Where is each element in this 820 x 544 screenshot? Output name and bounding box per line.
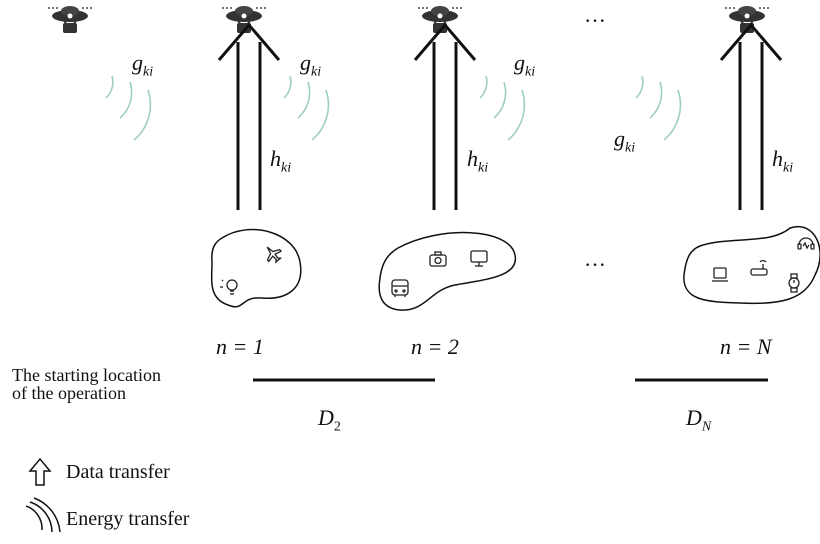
lightbulb-icon [220, 278, 238, 295]
device-cluster-n [683, 225, 820, 305]
energy-wave [105, 75, 152, 141]
label-dn: DN [686, 405, 712, 435]
legend-data-transfer-icon [28, 457, 52, 486]
device-cluster-2 [378, 231, 516, 311]
ellipsis-top: ··· [584, 8, 606, 33]
data-transfer-arrow [217, 23, 281, 212]
label-n1: n = 1 [216, 334, 264, 359]
energy-wave [283, 75, 330, 141]
energy-wave [479, 75, 526, 141]
start-location-label: The starting location of the operation [12, 365, 161, 403]
label-d2: D2 [318, 405, 341, 435]
label-nN: n = N [720, 334, 772, 359]
data-transfer-arrow [719, 23, 783, 212]
drone-icon [47, 5, 93, 34]
headphones-icon [797, 237, 815, 250]
monitor-icon [470, 250, 488, 267]
camera-icon [429, 251, 447, 267]
label-hki-1: hki [270, 146, 292, 176]
device-cluster-1 [210, 228, 302, 308]
label-hki-2: hki [467, 146, 489, 176]
laptop-icon [712, 267, 728, 282]
bus-icon [391, 279, 409, 297]
label-gki-3: gki [514, 50, 536, 80]
label-n2: n = 2 [411, 334, 459, 359]
legend-energy-transfer-icon [25, 497, 61, 533]
legend-data-transfer-label: Data transfer [66, 461, 170, 483]
smartwatch-icon [788, 273, 800, 293]
label-gki-1: gki [132, 50, 154, 80]
data-transfer-arrow [413, 23, 477, 212]
label-hki-n: hki [772, 146, 794, 176]
legend-energy-transfer-label: Energy transfer [66, 508, 190, 530]
label-gki-2: gki [300, 50, 322, 80]
label-gki-n: gki [614, 126, 636, 156]
airplane-icon [266, 246, 283, 264]
energy-wave [635, 75, 682, 141]
router-icon [750, 260, 768, 276]
ellipsis-middle: ··· [584, 252, 606, 277]
